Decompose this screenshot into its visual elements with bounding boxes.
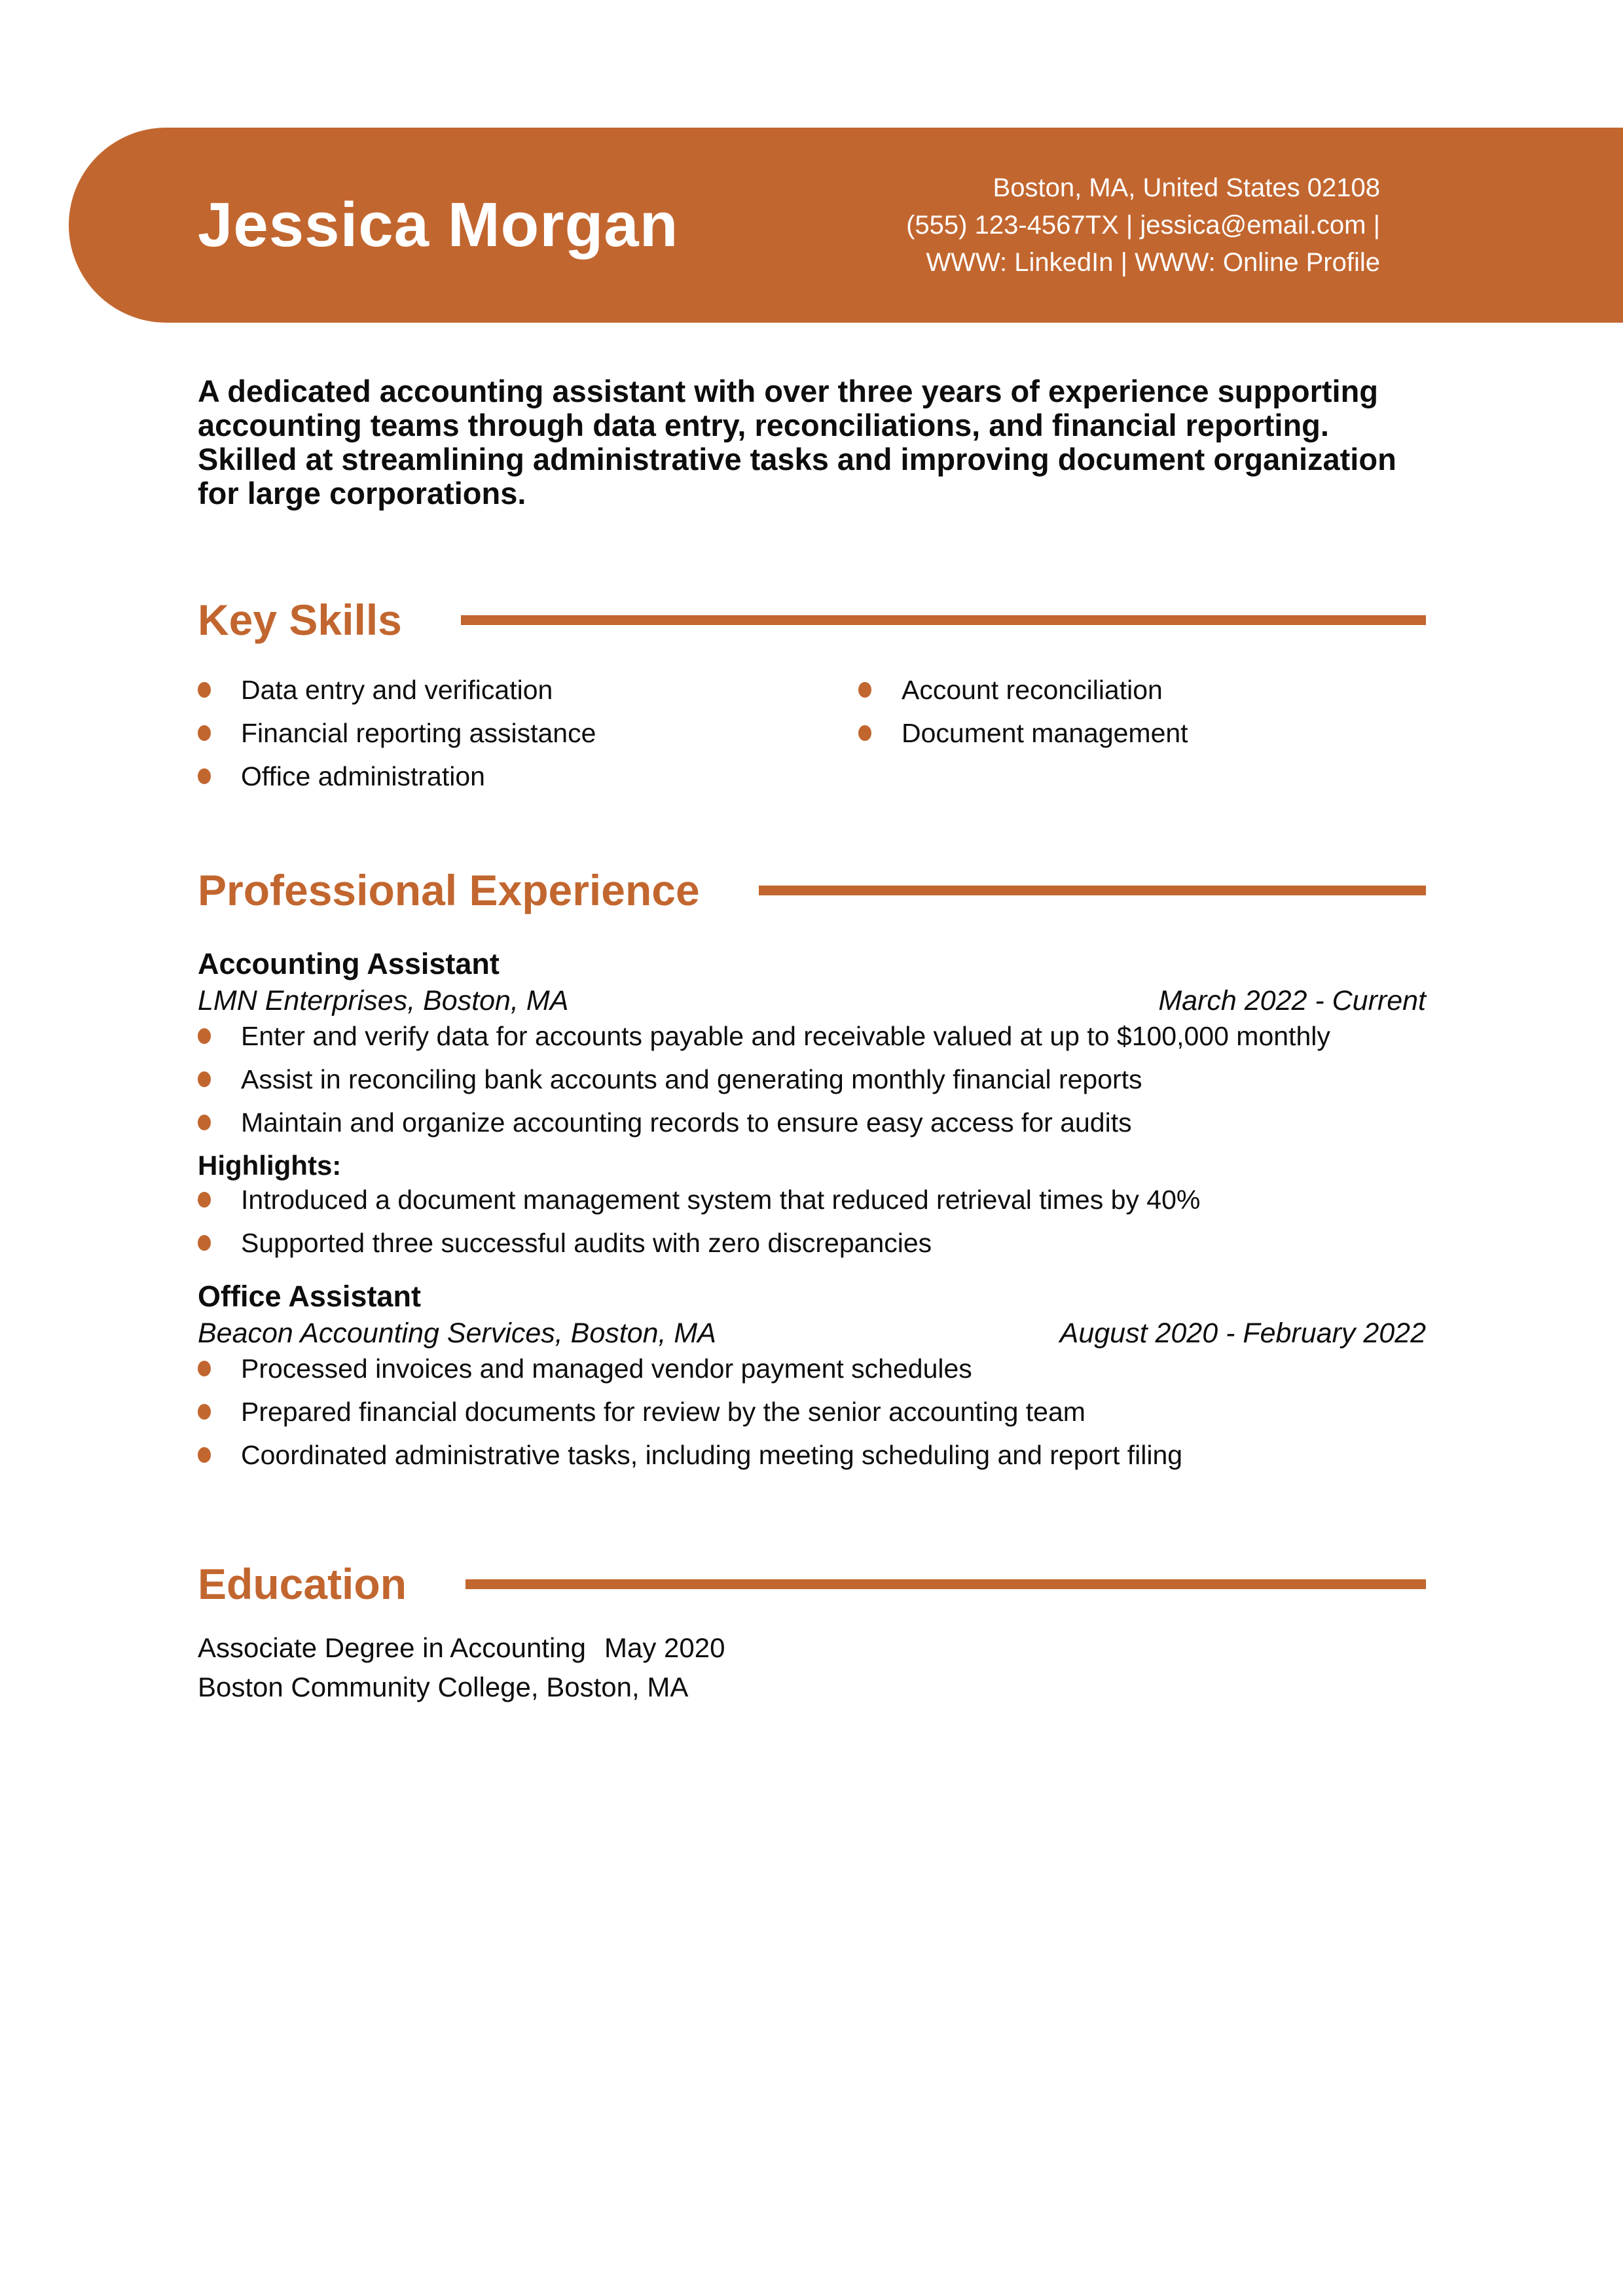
- education-degree-line: Associate Degree in Accounting May 2020: [198, 1628, 1426, 1668]
- skill-item: Account reconciliation: [858, 673, 1426, 707]
- skill-label: Office administration: [241, 761, 485, 791]
- job-meta: Beacon Accounting Services, Boston, MA A…: [198, 1315, 1426, 1352]
- job-bullet-text: Coordinated administrative tasks, includ…: [241, 1440, 1183, 1470]
- section-rule: [465, 1579, 1426, 1589]
- bullet-icon: [198, 725, 211, 741]
- section-education-heading: Education: [198, 1551, 1426, 1617]
- section-experience-heading: Professional Experience: [198, 857, 1426, 923]
- highlight-bullet: Supported three successful audits with z…: [198, 1226, 1426, 1260]
- contact-location: Boston, MA, United States 02108: [993, 173, 1380, 202]
- skill-item: Office administration: [198, 759, 858, 793]
- job-dates: March 2022 - Current: [1158, 985, 1426, 1016]
- skills-column-2: Account reconciliation Document manageme…: [858, 673, 1426, 802]
- job-dates: August 2020 - February 2022: [1059, 1318, 1426, 1349]
- highlight-bullet: Introduced a document management system …: [198, 1183, 1426, 1217]
- skill-label: Document management: [902, 718, 1188, 748]
- job-entry: Office Assistant Beacon Accounting Servi…: [198, 1278, 1426, 1472]
- job-bullet: Prepared financial documents for review …: [198, 1395, 1426, 1429]
- skill-label: Financial reporting assistance: [241, 718, 596, 748]
- job-bullet-list: Processed invoices and managed vendor pa…: [198, 1352, 1426, 1472]
- highlights-label: Highlights:: [198, 1150, 342, 1181]
- education-title: Education: [198, 1560, 407, 1608]
- bullet-icon: [198, 768, 211, 784]
- section-rule: [460, 615, 1426, 625]
- bullet-icon: [858, 682, 871, 698]
- contact-phone-email: (555) 123-4567TX | jessica@email.com |: [906, 210, 1380, 240]
- key-skills-title: Key Skills: [198, 596, 402, 644]
- bullet-icon: [198, 1361, 211, 1376]
- contact-links: WWW: LinkedIn | WWW: Online Profile: [926, 247, 1381, 277]
- job-entry: Accounting Assistant LMN Enterprises, Bo…: [198, 946, 1426, 1260]
- summary-paragraph: A dedicated accounting assistant with ov…: [198, 374, 1396, 511]
- job-company: LMN Enterprises, Boston, MA: [198, 985, 569, 1016]
- section-rule: [758, 885, 1426, 895]
- highlight-text: Supported three successful audits with z…: [241, 1228, 932, 1258]
- skills-column-1: Data entry and verification Financial re…: [198, 673, 858, 802]
- education-section: Associate Degree in Accounting May 2020 B…: [198, 1628, 1426, 1707]
- education-degree: Associate Degree in Accounting: [198, 1632, 587, 1663]
- job-bullet-text: Maintain and organize accounting records…: [241, 1107, 1132, 1138]
- skill-item: Document management: [858, 716, 1426, 750]
- bullet-icon: [858, 725, 871, 741]
- job-role: Office Assistant: [198, 1280, 421, 1313]
- bullet-icon: [198, 1447, 211, 1463]
- education-school: Boston Community College, Boston, MA: [198, 1672, 689, 1702]
- job-bullet-text: Assist in reconciling bank accounts and …: [241, 1064, 1142, 1094]
- skill-label: Account reconciliation: [902, 675, 1163, 705]
- education-date: May 2020: [604, 1632, 725, 1663]
- highlight-text: Introduced a document management system …: [241, 1185, 1201, 1215]
- bullet-icon: [198, 1404, 211, 1420]
- skill-item: Financial reporting assistance: [198, 716, 858, 750]
- job-bullet-list: Enter and verify data for accounts payab…: [198, 1019, 1426, 1139]
- job-bullet: Enter and verify data for accounts payab…: [198, 1019, 1426, 1053]
- job-bullet: Maintain and organize accounting records…: [198, 1105, 1426, 1139]
- job-bullet: Assist in reconciling bank accounts and …: [198, 1062, 1426, 1096]
- job-bullet-text: Processed invoices and managed vendor pa…: [241, 1354, 972, 1384]
- experience-title: Professional Experience: [198, 866, 700, 914]
- job-company: Beacon Accounting Services, Boston, MA: [198, 1318, 716, 1349]
- job-bullet: Coordinated administrative tasks, includ…: [198, 1438, 1426, 1472]
- highlights-bullet-list: Introduced a document management system …: [198, 1183, 1426, 1260]
- bullet-icon: [198, 1115, 211, 1130]
- skill-item: Data entry and verification: [198, 673, 858, 707]
- job-bullet: Processed invoices and managed vendor pa…: [198, 1352, 1426, 1386]
- header-banner: Jessica Morgan Boston, MA, United States…: [69, 128, 1623, 323]
- contact-block: Boston, MA, United States 02108 (555) 12…: [906, 170, 1380, 281]
- skill-label: Data entry and verification: [241, 675, 553, 705]
- bullet-icon: [198, 1235, 211, 1251]
- job-bullet-text: Enter and verify data for accounts payab…: [241, 1021, 1330, 1051]
- candidate-name: Jessica Morgan: [198, 190, 679, 260]
- job-bullet-text: Prepared financial documents for review …: [241, 1397, 1085, 1427]
- bullet-icon: [198, 1028, 211, 1044]
- section-key-skills-heading: Key Skills: [198, 587, 1426, 653]
- bullet-icon: [198, 1192, 211, 1208]
- job-meta: LMN Enterprises, Boston, MA March 2022 -…: [198, 982, 1426, 1019]
- job-role: Accounting Assistant: [198, 947, 500, 980]
- experience-section: Accounting Assistant LMN Enterprises, Bo…: [198, 946, 1426, 1481]
- bullet-icon: [198, 1071, 211, 1087]
- key-skills-list: Data entry and verification Financial re…: [198, 673, 1426, 802]
- bullet-icon: [198, 682, 211, 698]
